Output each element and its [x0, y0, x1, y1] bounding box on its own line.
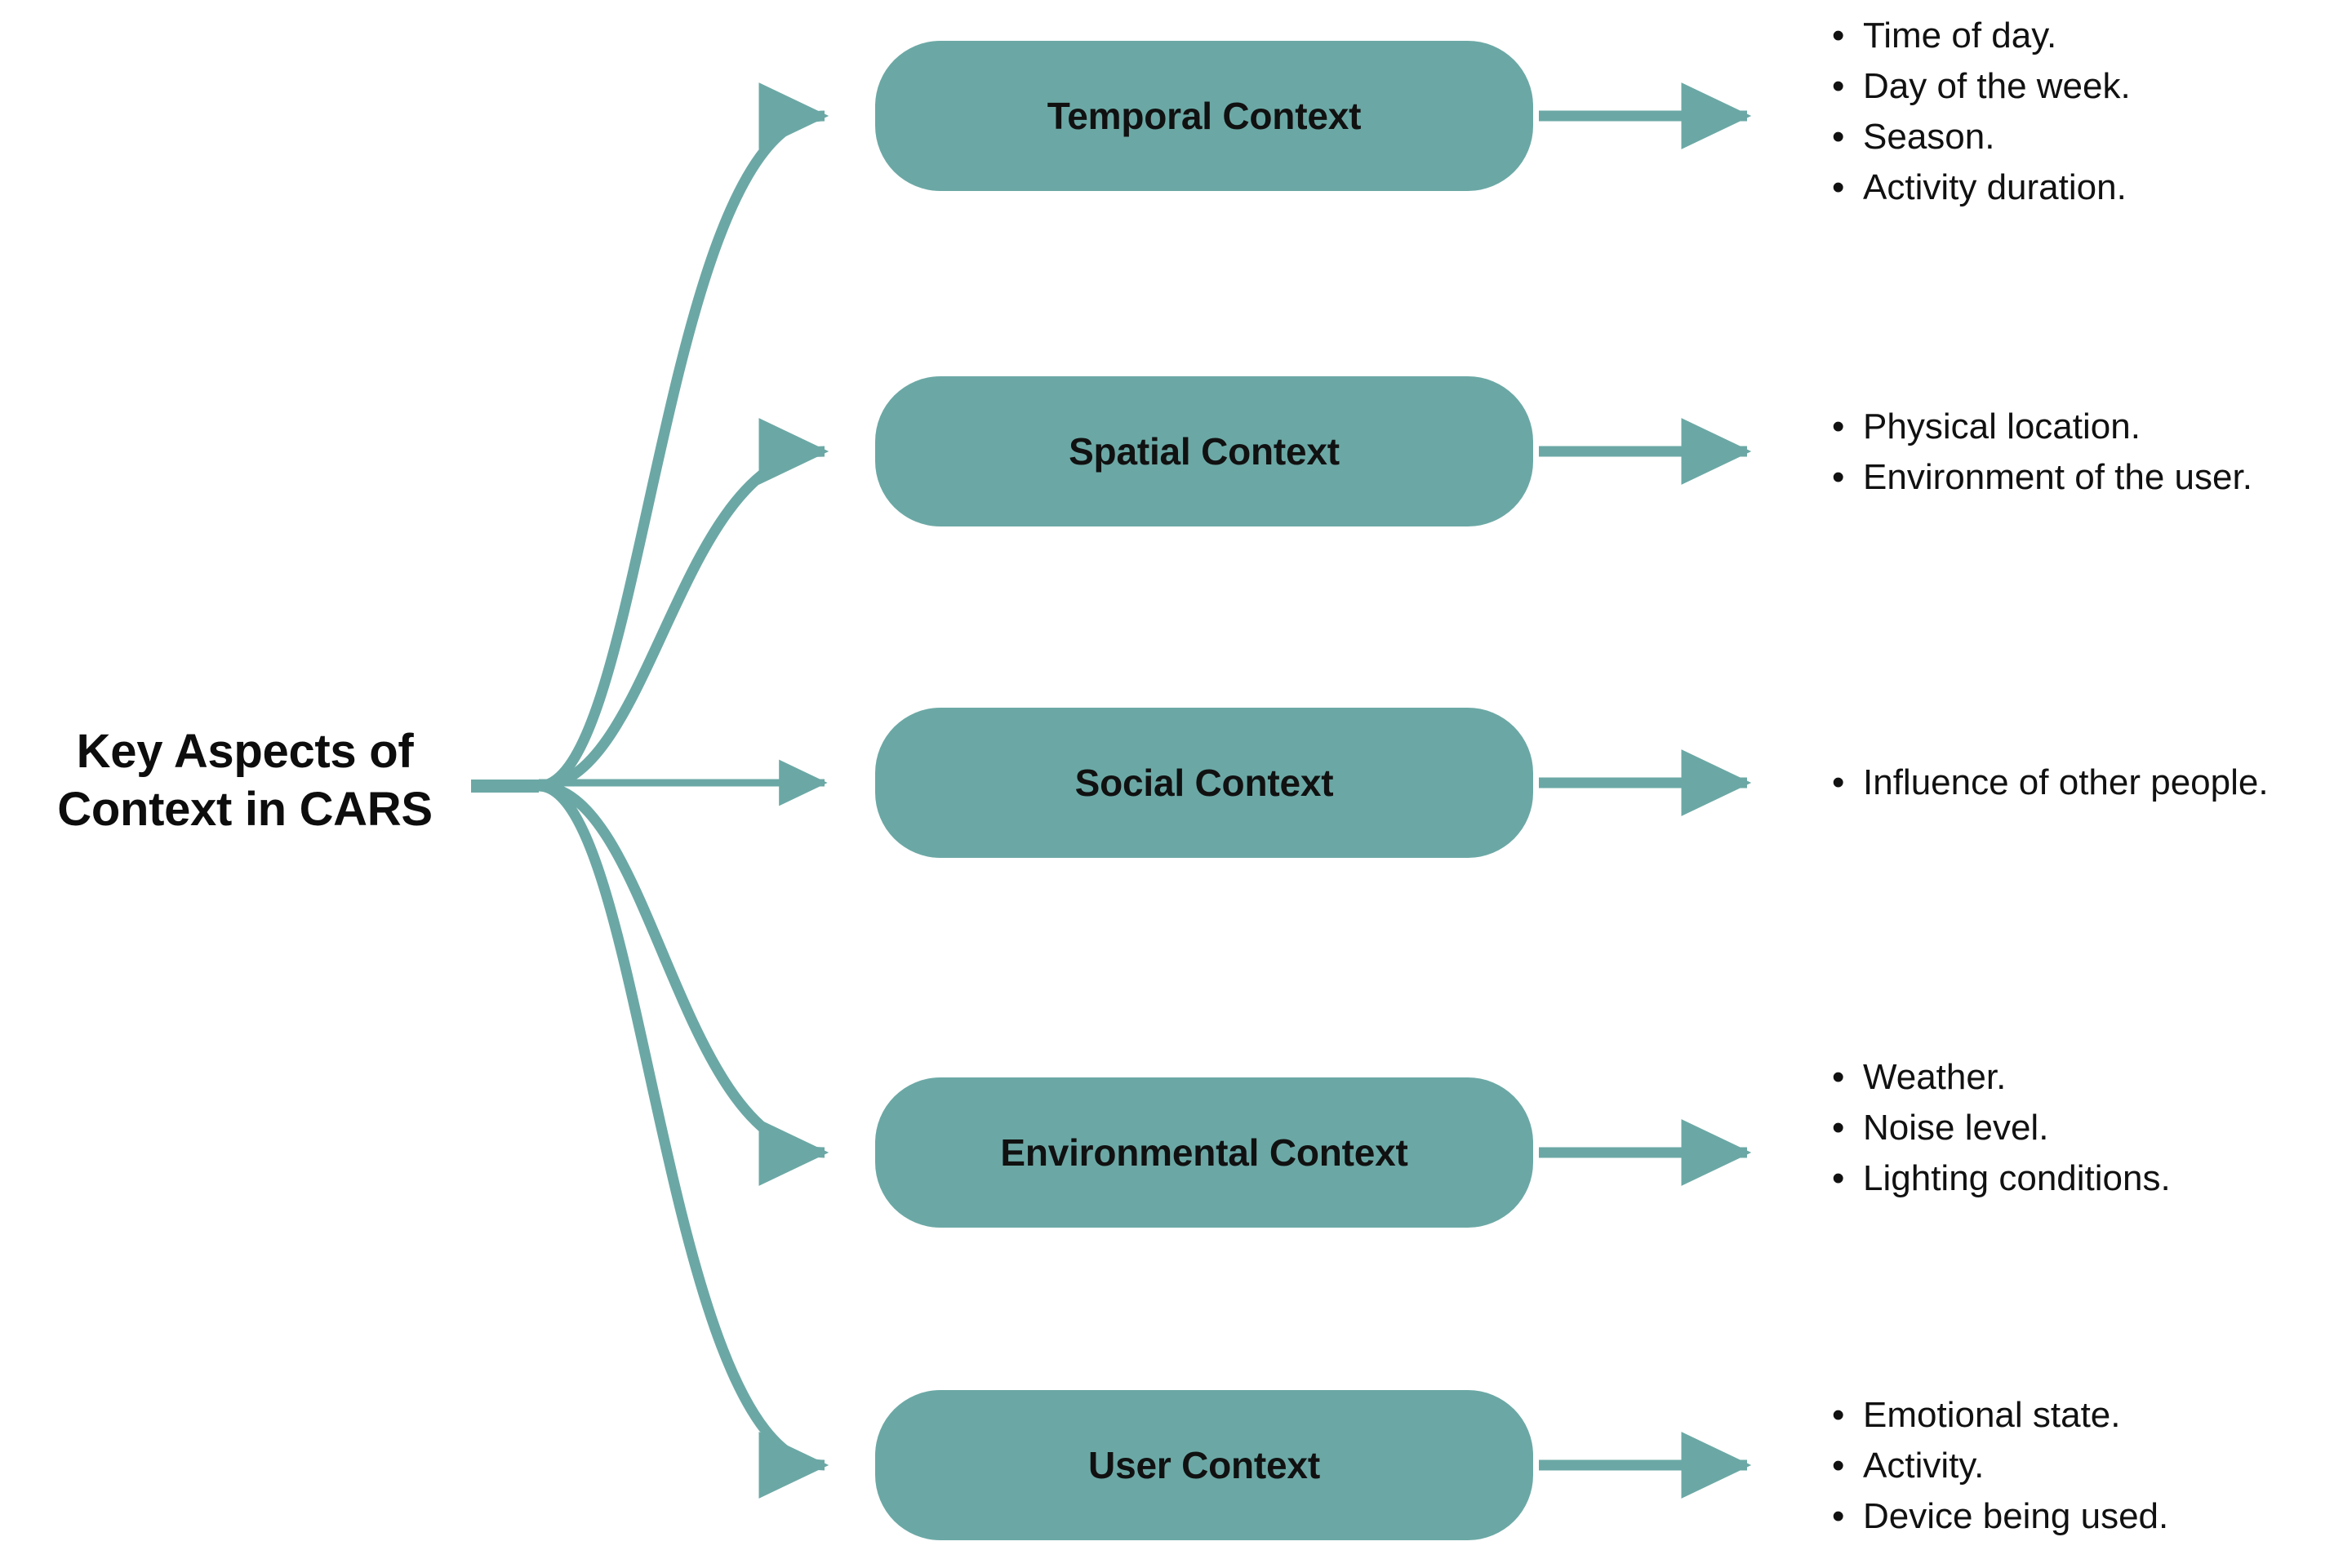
details-social-context: • Influence of other people. — [1825, 757, 2343, 808]
bullet-dot-icon: • — [1832, 1158, 1845, 1198]
bullet-dot-icon: • — [1832, 457, 1845, 497]
root-label-line-2: Context in CARS — [57, 782, 433, 836]
detail-item: • Emotional state. — [1825, 1390, 2343, 1441]
detail-item-label: Noise level. — [1863, 1108, 2049, 1148]
node-environmental-context-label: Environmental Context — [1000, 1131, 1408, 1174]
detail-item: • Environment of the user. — [1825, 452, 2343, 503]
detail-item-label: Emotional state. — [1863, 1395, 2121, 1435]
node-user-context-label: User Context — [1088, 1444, 1320, 1486]
bullet-dot-icon: • — [1832, 117, 1845, 157]
bullet-dot-icon: • — [1832, 167, 1845, 207]
connector-root-to-user — [538, 780, 829, 1499]
detail-item-label: Environment of the user. — [1863, 457, 2252, 497]
detail-item: • Activity duration. — [1825, 162, 2343, 213]
bullet-dot-icon: • — [1832, 66, 1845, 106]
details-user-context: • Emotional state. • Activity. • Device being… — [1825, 1390, 2343, 1542]
detail-item-label: Device being used. — [1863, 1496, 2169, 1536]
bullet-dot-icon: • — [1832, 1395, 1845, 1435]
root-label-line-1: Key Aspects of — [76, 725, 414, 778]
node-social-context-label: Social Context — [1074, 762, 1334, 804]
detail-item-label: Time of day. — [1863, 16, 2057, 56]
detail-item-label: Influence of other people. — [1863, 762, 2269, 802]
detail-item-label: Season. — [1863, 117, 1995, 157]
details-temporal-context: • Time of day. • Day of the week. • Season. • A… — [1825, 11, 2343, 213]
connector-root-to-temporal — [538, 82, 829, 792]
node-user-context[interactable]: User Context — [875, 1390, 1533, 1540]
node-spatial-context-label: Spatial Context — [1069, 430, 1340, 473]
node-spatial-context[interactable]: Spatial Context — [875, 376, 1533, 526]
bullet-dot-icon: • — [1832, 1108, 1845, 1148]
node-temporal-context[interactable]: Temporal Context — [875, 41, 1533, 191]
root-node-label: Key Aspects of Context in CARS — [24, 723, 465, 839]
node-environmental-context[interactable]: Environmental Context — [875, 1077, 1533, 1228]
details-environmental-context: • Weather. • Noise level. • Lighting conditio… — [1825, 1052, 2343, 1204]
detail-item: • Day of the week. — [1825, 61, 2343, 112]
node-temporal-context-label: Temporal Context — [1047, 95, 1362, 137]
detail-item-label: Weather. — [1863, 1057, 2007, 1097]
detail-item-label: Day of the week. — [1863, 66, 2131, 106]
bullet-dot-icon: • — [1832, 1496, 1845, 1536]
connector-root-to-spatial — [538, 418, 829, 792]
detail-item: • Noise level. — [1825, 1103, 2343, 1153]
detail-item: • Season. — [1825, 112, 2343, 162]
detail-item: • Physical location. — [1825, 402, 2343, 452]
bullet-dot-icon: • — [1832, 406, 1845, 446]
bullet-dot-icon: • — [1832, 1057, 1845, 1097]
bullet-dot-icon: • — [1832, 762, 1845, 802]
detail-item: • Time of day. — [1825, 11, 2343, 61]
detail-item-label: Physical location. — [1863, 406, 2141, 446]
connector-root-to-environmental — [538, 780, 829, 1186]
detail-item: • Activity. — [1825, 1441, 2343, 1491]
details-spatial-context: • Physical location. • Environment of the u… — [1825, 402, 2343, 503]
detail-item: • Influence of other people. — [1825, 757, 2343, 808]
bullet-dot-icon: • — [1832, 16, 1845, 56]
detail-item: • Weather. — [1825, 1052, 2343, 1103]
detail-item-label: Lighting conditions. — [1863, 1158, 2171, 1198]
detail-item: • Lighting conditions. — [1825, 1153, 2343, 1204]
node-social-context[interactable]: Social Context — [875, 708, 1533, 858]
detail-item-label: Activity duration. — [1863, 167, 2127, 207]
bullet-dot-icon: • — [1832, 1446, 1845, 1486]
detail-item-label: Activity. — [1863, 1446, 1985, 1486]
detail-item: • Device being used. — [1825, 1491, 2343, 1542]
